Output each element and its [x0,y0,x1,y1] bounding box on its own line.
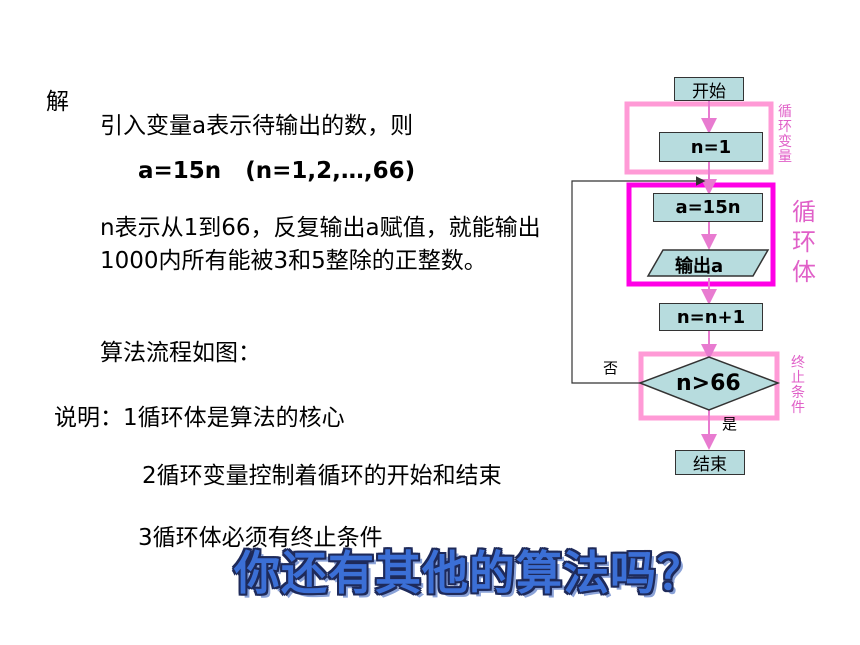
output-label: 输出a [675,256,724,277]
note-3: 3循环体必须有终止条件 [138,525,383,551]
end-label: 结束 [693,455,727,475]
output-parallelogram [646,249,770,277]
assign-label: a=15n [675,197,741,218]
assign-node: a=15n [653,193,763,222]
end-node: 结束 [675,450,745,475]
loop-back-line [571,176,706,384]
question-banner: 你还有其他的算法吗？ [234,546,704,600]
yes-label: 是 [722,415,738,433]
condition-label: n>66 [676,371,741,396]
no-label: 否 [603,359,619,377]
flow-note: 算法流程如图： [100,340,261,366]
note-2: 2循环变量控制着循环的开始和结束 [142,463,502,489]
loop-variable-frame [624,101,774,175]
note-1: 说明：1循环体是算法的核心 [54,405,345,431]
formula: a=15n (n=1,2,…,66) [138,158,416,184]
stop-condition-label: 终止条件 [791,355,805,416]
loop-body-label: 循环体 [792,198,816,286]
solution-paragraph: n表示从1到66，反复输出a赋值，就能输出1000内所有能被3和5整除的正整数。 [100,215,541,274]
solution-label: 解 [46,89,69,115]
increment-node: n=n+1 [659,303,763,331]
condition-diamond [637,356,781,411]
increment-label: n=n+1 [676,306,746,328]
start-label: 开始 [692,81,726,102]
init-node: n=1 [659,132,763,162]
init-label: n=1 [690,136,732,158]
start-node: 开始 [674,77,744,102]
solution-intro: 引入变量a表示待输出的数，则 [100,113,414,139]
loop-variable-label: 循环变量 [778,104,792,165]
